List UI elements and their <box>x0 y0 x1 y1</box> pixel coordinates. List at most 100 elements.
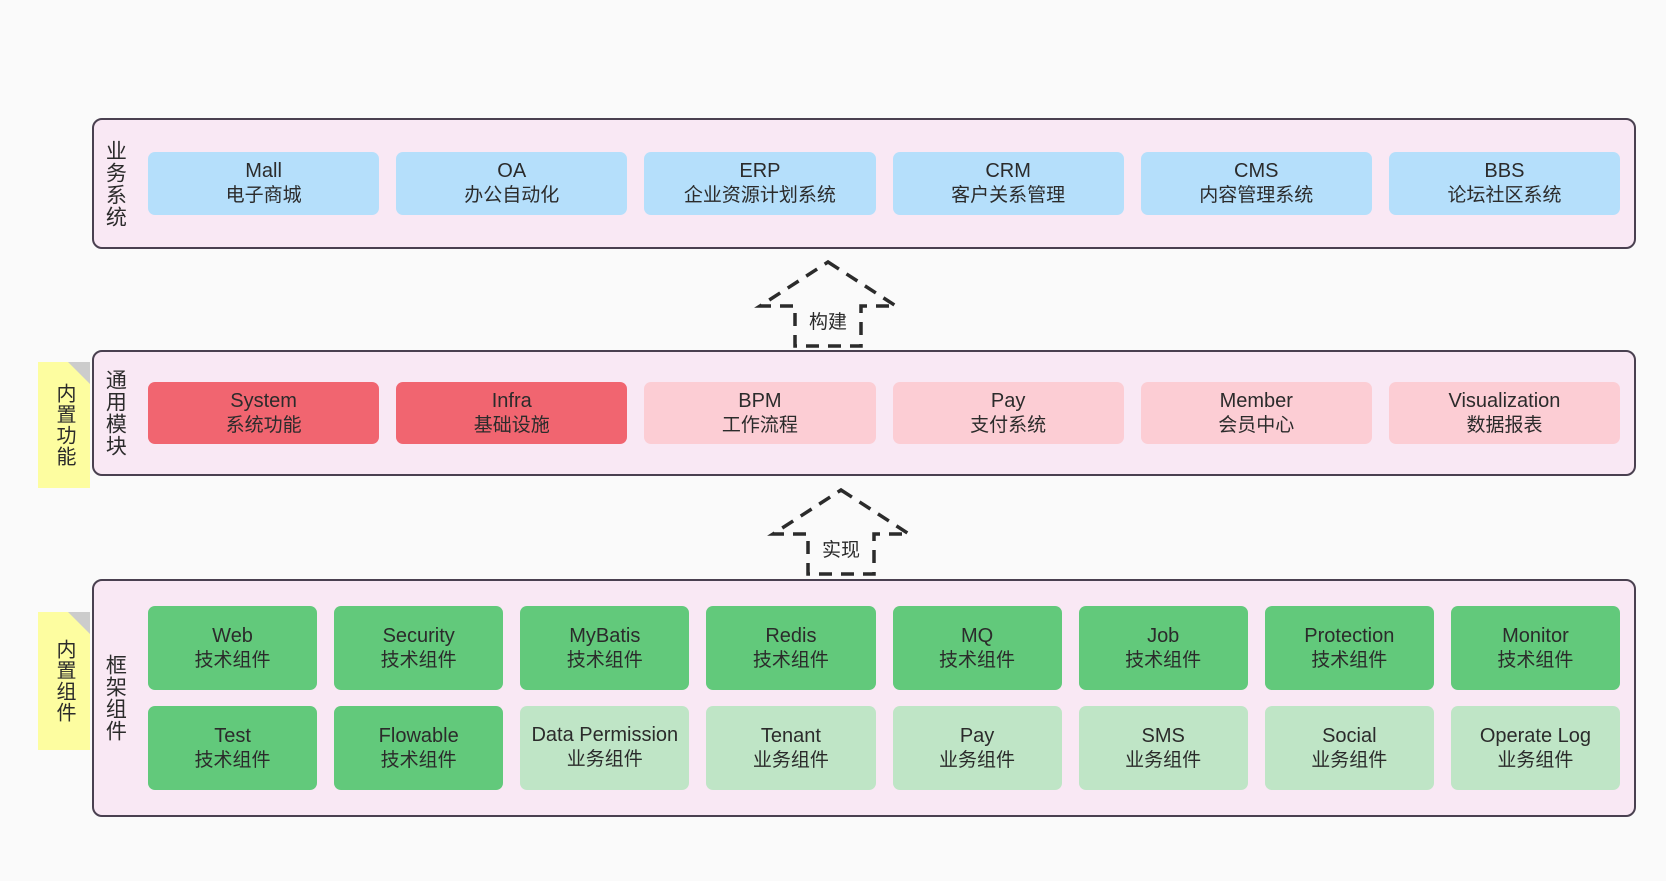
card-title-en: MQ <box>960 624 994 647</box>
card-title-en: ERP <box>739 160 781 183</box>
layer-body-business-systems: Mall 电子商城 OA 办公自动化 ERP 企业资源计划系统 CRM 客户关系… <box>134 120 1634 247</box>
layer-title-framework-components: 框架组件 <box>103 654 127 742</box>
card-visualization[interactable]: Visualization 数据报表 <box>1388 381 1621 445</box>
card-title-en: Pay <box>959 724 995 747</box>
card-bpm[interactable]: BPM 工作流程 <box>644 381 876 445</box>
card-row: Web 技术组件 Security 技术组件 MyBatis 技术组件 Redi… <box>148 606 1620 690</box>
connector-implement: 实现 <box>767 487 915 577</box>
card-title-en: Data Permission <box>531 724 679 747</box>
connector-build: 构建 <box>754 259 902 349</box>
card-title-en: CMS <box>1234 160 1279 183</box>
card-title-cn: 会员中心 <box>1218 414 1295 436</box>
card-title-en: BBS <box>1484 160 1525 183</box>
card-pay-business[interactable]: Pay 业务组件 <box>892 706 1062 790</box>
card-title-cn: 电子商城 <box>225 185 302 207</box>
card-title-en: Tenant <box>760 724 821 747</box>
card-title-en: Job <box>1147 624 1180 647</box>
card-cms[interactable]: CMS 内容管理系统 <box>1140 152 1372 215</box>
card-title-en: BPM <box>738 389 782 412</box>
sticky-note-builtin-components: 内置组件 <box>38 612 90 750</box>
card-flowable[interactable]: Flowable 技术组件 <box>334 706 504 790</box>
card-sms[interactable]: SMS 业务组件 <box>1078 706 1248 790</box>
connector-label: 实现 <box>821 540 860 561</box>
layer-business-systems: 业务系统 Mall 电子商城 OA 办公自动化 ERP 企业资源计划系统 CRM… <box>92 118 1636 249</box>
layer-title-common-modules: 通用模块 <box>103 369 127 457</box>
sticky-note-builtin-features: 内置功能 <box>38 362 90 488</box>
card-title-cn: 技术组件 <box>752 649 829 671</box>
card-title-en: OA <box>497 160 527 183</box>
card-title-en: Redis <box>765 624 817 647</box>
card-bbs[interactable]: BBS 论坛社区系统 <box>1388 152 1621 215</box>
card-protection[interactable]: Protection 技术组件 <box>1264 606 1434 690</box>
card-title-cn: 技术组件 <box>566 649 643 671</box>
card-title-en: Web <box>212 624 253 647</box>
card-title-en: Flowable <box>378 724 459 747</box>
card-mybatis[interactable]: MyBatis 技术组件 <box>520 606 690 690</box>
card-test[interactable]: Test 技术组件 <box>148 706 318 790</box>
sticky-note-label: 内置组件 <box>53 639 75 723</box>
card-title-en: Security <box>382 624 455 647</box>
layer-framework-components: 框架组件 Web 技术组件 Security 技术组件 MyBatis 技术组件… <box>92 579 1636 817</box>
layer-body-framework-components: Web 技术组件 Security 技术组件 MyBatis 技术组件 Redi… <box>134 581 1634 815</box>
card-row: System 系统功能 Infra 基础设施 BPM 工作流程 Pay 支付系统… <box>148 381 1621 445</box>
folded-corner-icon <box>68 362 90 384</box>
connector-label: 构建 <box>808 312 847 333</box>
card-title-en: Member <box>1219 389 1293 412</box>
card-title-cn: 业务组件 <box>939 749 1016 771</box>
card-tenant[interactable]: Tenant 业务组件 <box>706 706 876 790</box>
card-title-en: SMS <box>1141 724 1185 747</box>
card-title-cn: 工作流程 <box>721 414 798 436</box>
card-row: Mall 电子商城 OA 办公自动化 ERP 企业资源计划系统 CRM 客户关系… <box>148 152 1621 215</box>
dashed-up-arrow-icon <box>767 487 915 576</box>
card-title-en: Protection <box>1304 624 1395 647</box>
layer-common-modules: 通用模块 System 系统功能 Infra 基础设施 BPM 工作流程 Pay… <box>92 350 1636 476</box>
card-title-cn: 业务组件 <box>1497 749 1574 771</box>
card-system[interactable]: System 系统功能 <box>148 381 380 445</box>
card-title-cn: 客户关系管理 <box>951 185 1066 207</box>
card-title-en: Test <box>214 724 251 747</box>
folded-corner-icon <box>68 612 90 634</box>
card-title-cn: 业务组件 <box>752 749 829 771</box>
card-title-en: Pay <box>990 389 1026 412</box>
card-title-cn: 办公自动化 <box>464 185 560 207</box>
card-title-en: Operate Log <box>1479 724 1592 747</box>
card-title-cn: 技术组件 <box>194 749 271 771</box>
card-monitor[interactable]: Monitor 技术组件 <box>1450 606 1620 690</box>
card-title-cn: 技术组件 <box>1497 649 1574 671</box>
card-title-cn: 企业资源计划系统 <box>683 185 836 207</box>
card-row: Test 技术组件 Flowable 技术组件 Data Permission … <box>148 706 1620 790</box>
card-mq[interactable]: MQ 技术组件 <box>892 606 1062 690</box>
card-security[interactable]: Security 技术组件 <box>334 606 504 690</box>
card-title-en: Infra <box>491 389 532 412</box>
card-title-cn: 业务组件 <box>1311 749 1388 771</box>
card-redis[interactable]: Redis 技术组件 <box>706 606 876 690</box>
card-mall[interactable]: Mall 电子商城 <box>148 152 380 215</box>
card-job[interactable]: Job 技术组件 <box>1078 606 1248 690</box>
card-title-cn: 数据报表 <box>1466 414 1543 436</box>
card-title-cn: 技术组件 <box>194 649 271 671</box>
card-crm[interactable]: CRM 客户关系管理 <box>892 152 1124 215</box>
card-title-cn: 业务组件 <box>566 748 643 770</box>
card-member[interactable]: Member 会员中心 <box>1140 381 1372 445</box>
card-title-en: CRM <box>985 160 1031 183</box>
sticky-note-label: 内置功能 <box>53 383 75 467</box>
dashed-up-arrow-icon <box>754 259 902 348</box>
card-data-permission[interactable]: Data Permission 业务组件 <box>520 706 690 790</box>
card-erp[interactable]: ERP 企业资源计划系统 <box>644 152 876 215</box>
card-title-cn: 论坛社区系统 <box>1447 185 1562 207</box>
card-title-en: Visualization <box>1448 389 1561 412</box>
card-operate-log[interactable]: Operate Log 业务组件 <box>1450 706 1620 790</box>
card-oa[interactable]: OA 办公自动化 <box>396 152 628 215</box>
card-pay[interactable]: Pay 支付系统 <box>892 381 1124 445</box>
card-infra[interactable]: Infra 基础设施 <box>396 381 628 445</box>
card-title-cn: 技术组件 <box>380 749 457 771</box>
layer-title-business-systems: 业务系统 <box>103 139 127 228</box>
card-title-cn: 技术组件 <box>939 649 1016 671</box>
card-title-cn: 技术组件 <box>1125 649 1202 671</box>
card-web[interactable]: Web 技术组件 <box>148 606 318 690</box>
card-title-cn: 基础设施 <box>473 414 550 436</box>
card-title-en: Monitor <box>1502 624 1569 647</box>
card-social[interactable]: Social 业务组件 <box>1264 706 1434 790</box>
card-title-en: Mall <box>245 160 282 183</box>
